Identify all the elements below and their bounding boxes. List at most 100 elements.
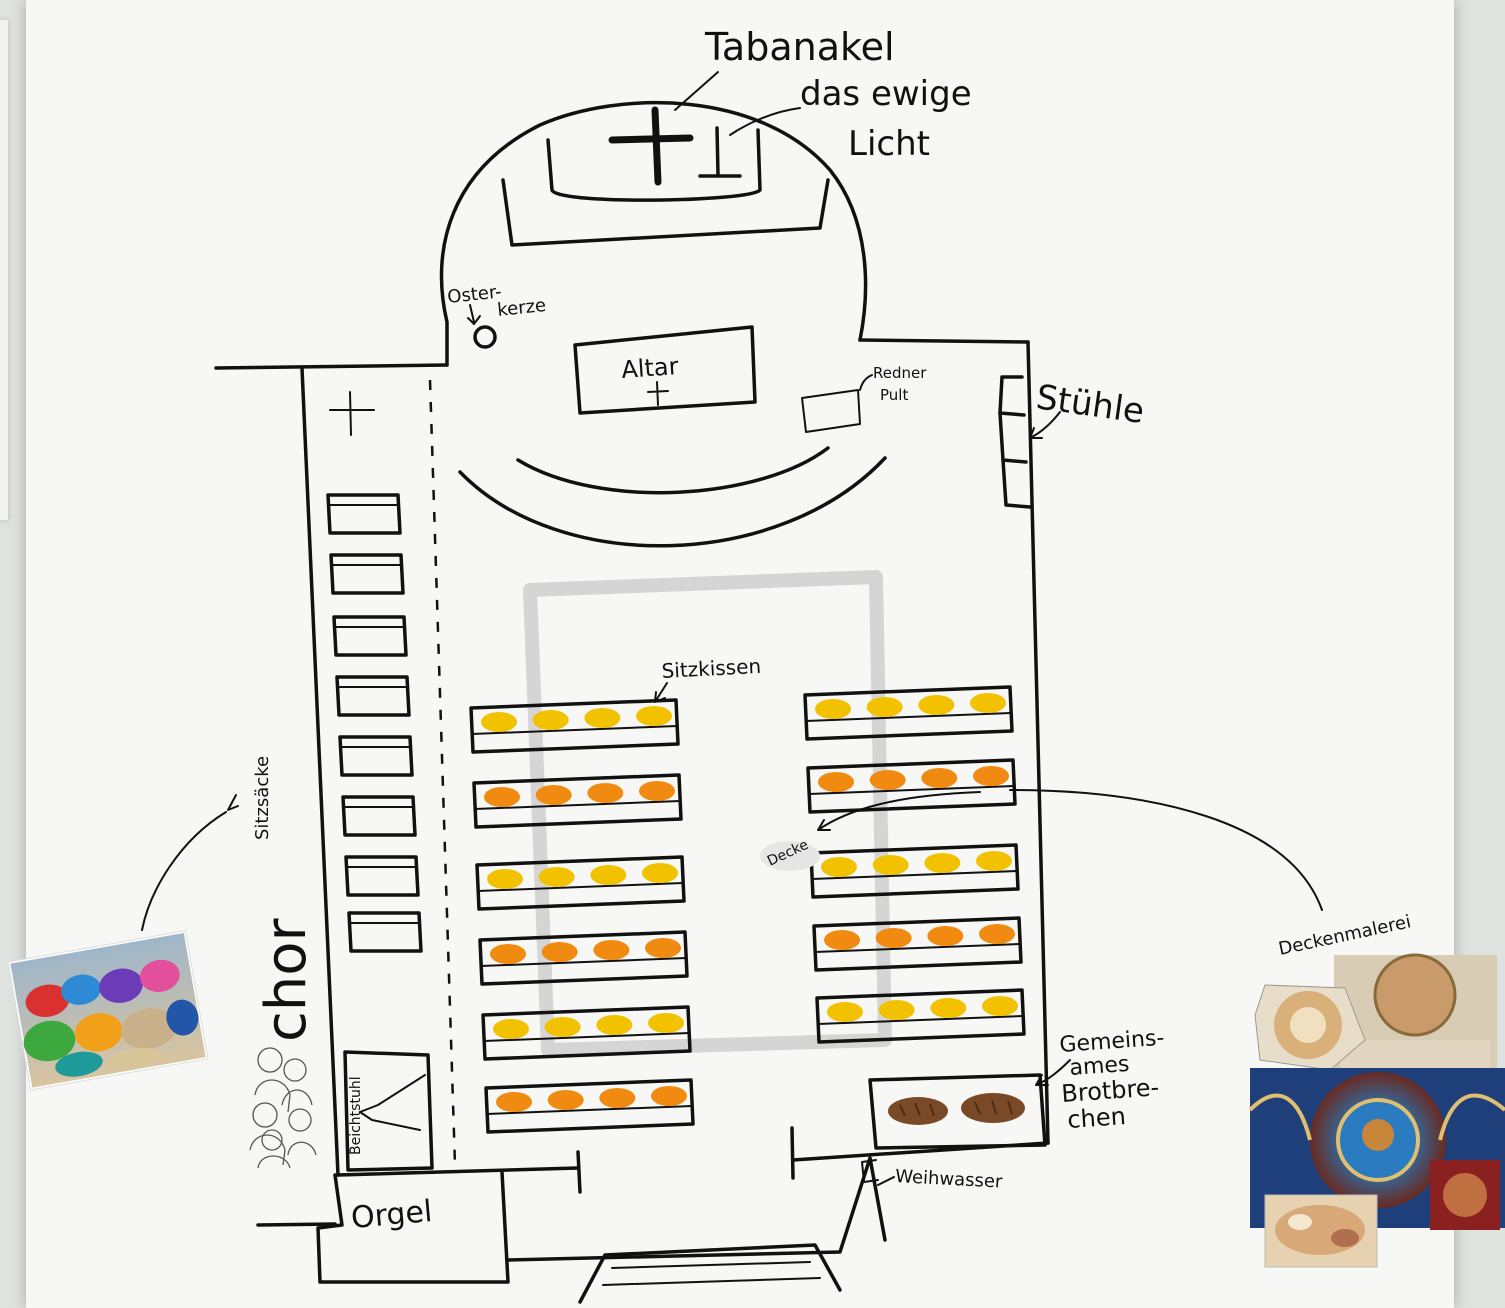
pew-left-6 [484, 1078, 695, 1134]
sitzkissen-cushion [970, 693, 1006, 713]
brotbrechen-arrow [1035, 1059, 1071, 1086]
sitzkissen-cushion [484, 787, 520, 807]
stair-step-2 [602, 1277, 821, 1286]
decke-arrow [817, 791, 981, 831]
choir-chair [338, 735, 414, 777]
sitzkissen-cushion [878, 1000, 915, 1020]
sitzkissen-cushion [869, 770, 906, 790]
label-brotbrechen-3: Brotbre- [1060, 1073, 1160, 1108]
nave-wall-top-right [858, 338, 1030, 344]
label-beichtstuhl: Beichtstuhl [348, 1076, 364, 1155]
choir-chair [347, 911, 423, 953]
apse-outline [439, 101, 868, 367]
bread-table [868, 1073, 1047, 1150]
eternal-light-candle-icon [698, 126, 742, 178]
label-sitzkissen: Sitzkissen [661, 654, 762, 683]
choir-singers-sketch [249, 1047, 317, 1169]
pew-left-2 [472, 773, 683, 829]
sitzkissen-cushion [930, 998, 967, 1018]
lectern-arrow [859, 374, 873, 391]
bread-score-1 [899, 1102, 935, 1117]
sitzkissen-cushion [487, 869, 523, 889]
pew-right-4 [812, 916, 1023, 972]
tabernacle-pointer [674, 71, 719, 111]
sitzkissen-cushion [490, 944, 526, 964]
sitzkissen-arrow [654, 682, 668, 703]
choir-chair [326, 493, 402, 535]
pew-left-5 [481, 1005, 692, 1061]
sitzkissen-cushion [648, 1013, 684, 1033]
deckenmalerei-connector [1009, 789, 1323, 911]
organ-box [316, 1170, 510, 1284]
sitzkissen-cushion [815, 699, 851, 719]
tabernacle-cross-icon [608, 106, 694, 186]
altar-rail-outer-arc [458, 456, 887, 548]
sitzkissen-cushion [587, 783, 624, 803]
sitzkissen-cushion [532, 710, 569, 730]
sitzkissen-cushion [590, 865, 627, 885]
choir-separator-dashed [428, 379, 457, 1166]
sitzkissen-cushion [544, 1017, 581, 1037]
osterkerze-candle-icon [473, 325, 497, 349]
sitzkissen-cushion [976, 851, 1012, 871]
confessional [343, 1050, 434, 1172]
bread-loaf-2 [961, 1093, 1025, 1123]
label-weihwasser: Weihwasser [895, 1166, 1004, 1193]
altar-rail-inner-arc [516, 446, 830, 495]
sitzkissen-cushion [639, 781, 675, 801]
nave-wall-bottom-left [336, 1166, 580, 1177]
osterkerze-arrow [467, 304, 481, 325]
sitzkissen-cushion [593, 940, 630, 960]
sitzkissen-cushion [872, 855, 909, 875]
choir-chair [335, 675, 411, 717]
sitzkissen-cushion [541, 942, 578, 962]
pew-left-4 [478, 930, 689, 986]
chairs-arrow [1029, 411, 1061, 439]
pew-left-1 [469, 698, 680, 754]
sitzkissen-cushion [642, 863, 678, 883]
altar-table [573, 325, 757, 415]
sitzkissen-cushion [827, 1002, 863, 1022]
decke-highlight [760, 841, 820, 871]
holy-water-font [861, 1159, 879, 1183]
sitzkissen-cushion [866, 697, 903, 717]
choir-cross-icon [329, 391, 375, 436]
sitzkissen-cushion [651, 1086, 687, 1106]
stair-step-1 [611, 1261, 811, 1269]
entrance-left-post [576, 1150, 582, 1194]
entrance-stairs [578, 1243, 842, 1304]
sitzkissen-cushion [821, 857, 857, 877]
paper-edge [0, 20, 8, 520]
ceiling-painting-collage [1248, 953, 1505, 1268]
choir-chair [332, 615, 408, 657]
entrance-walls [506, 1156, 887, 1262]
pew-right-3 [809, 843, 1020, 899]
pew-right-1 [803, 685, 1014, 741]
pews-left [469, 698, 695, 1134]
label-rednerpult-1: Redner [873, 364, 927, 382]
label-chor: chor [254, 917, 319, 1042]
sitzkissen-cushion [599, 1088, 636, 1108]
label-tabernakel: Tabanakel [704, 25, 895, 69]
sitzkissen-cushion [927, 926, 964, 946]
altar-cross-icon [647, 381, 669, 406]
pews-right [803, 685, 1026, 1044]
sitzkissen-cushion [493, 1019, 529, 1039]
label-osterkerze-2: kerze [496, 295, 547, 321]
nave-wall-right [1026, 340, 1050, 1145]
choir-chair [344, 855, 420, 897]
sitzkissen-cushion [584, 708, 621, 728]
label-rednerpult-2: Pult [880, 386, 908, 404]
sitzkissen-cushion [924, 853, 961, 873]
weihwasser-arrow [877, 1176, 895, 1186]
sitzkissen-cushion [538, 867, 575, 887]
organ-gallery [256, 1222, 337, 1227]
label-deckenmalerei: Deckenmalerei [1277, 911, 1413, 960]
beanbag-photo [7, 930, 209, 1091]
sitzsaecke-connector [141, 811, 227, 931]
label-brotbrechen-4: chen [1066, 1102, 1126, 1134]
sitzkissen-cushion [982, 996, 1018, 1016]
nave-wall-left [300, 366, 340, 1177]
